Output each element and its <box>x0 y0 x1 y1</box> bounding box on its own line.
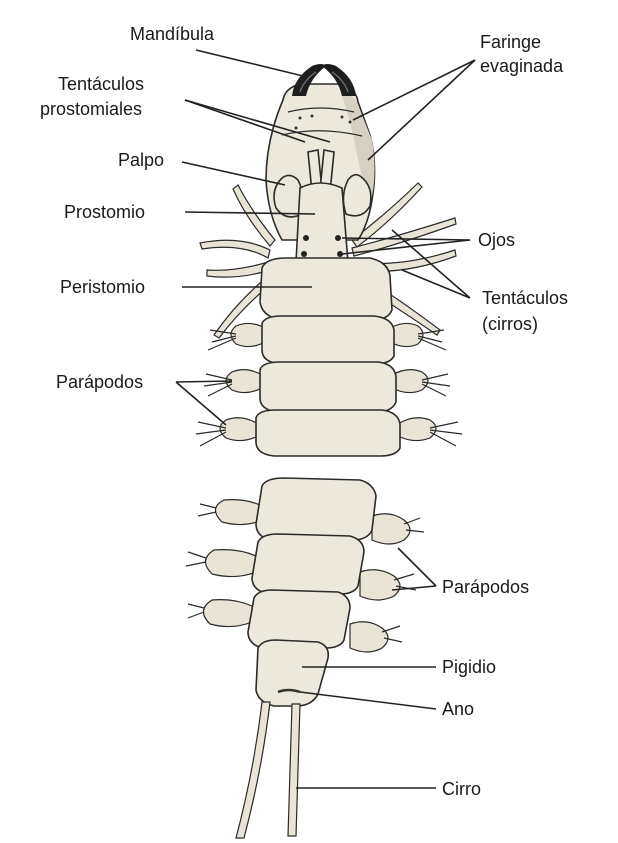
posterior-segment-1 <box>256 478 376 540</box>
segment-1 <box>262 316 394 364</box>
label-parapodos-lower: Parápodos <box>442 577 529 597</box>
posterior-segment-2 <box>252 534 364 594</box>
label-mandibula: Mandíbula <box>130 24 215 44</box>
label-tentaculos-cirros-line2: (cirros) <box>482 314 538 334</box>
label-cirro: Cirro <box>442 779 481 799</box>
label-faringe-line2: evaginada <box>480 56 564 76</box>
label-pigidio: Pigidio <box>442 657 496 677</box>
label-tentaculos-cirros-line1: Tentáculos <box>482 288 568 308</box>
segment-3 <box>256 410 400 456</box>
posterior-segment-3 <box>248 590 350 648</box>
label-parapodos-upper: Parápodos <box>56 372 143 392</box>
label-faringe-line1: Faringe <box>480 32 541 52</box>
label-prostomio: Prostomio <box>64 202 145 222</box>
segment-2 <box>260 362 396 412</box>
label-palpo: Palpo <box>118 150 164 170</box>
label-tentaculos-prost-line2: prostomiales <box>40 99 142 119</box>
eye-3 <box>301 251 307 257</box>
label-peristomio: Peristomio <box>60 277 145 297</box>
label-ano: Ano <box>442 699 474 719</box>
pygidium <box>256 640 328 706</box>
eye-2 <box>335 235 341 241</box>
prostomium <box>296 183 348 262</box>
label-tentaculos-prost-line1: Tentáculos <box>58 74 144 94</box>
label-ojos: Ojos <box>478 230 515 250</box>
eye-1 <box>303 235 309 241</box>
peristomium <box>260 258 392 320</box>
